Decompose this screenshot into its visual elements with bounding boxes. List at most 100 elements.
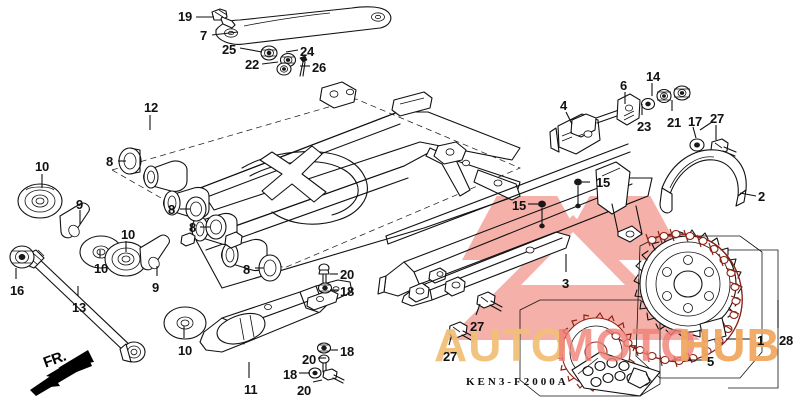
callout-number-17: 17: [688, 114, 703, 129]
callout-number-7: 7: [200, 28, 208, 43]
part-13-bolt-head: [119, 341, 146, 363]
frame-upper-rail: [385, 143, 631, 245]
callout-number-14: 14: [646, 69, 661, 84]
callout-number-20: 20: [302, 352, 317, 367]
swingarm-axle-slots: [425, 147, 521, 201]
callout-number-18: 18: [340, 344, 355, 359]
part-5-master-link-kit: [571, 351, 661, 397]
leader-line-27: [448, 333, 453, 346]
part-19-flange-bolt: [211, 8, 236, 29]
callout-number-15: 15: [512, 198, 527, 213]
part-20-bolt: [318, 263, 330, 285]
watermark-text-hub: HUB: [678, 319, 781, 371]
part-6-adjuster-plate: [616, 93, 641, 126]
callout-number-19: 19: [178, 9, 193, 24]
part-1-drive-chain: [605, 228, 743, 368]
part-18-collar: [317, 282, 333, 294]
frame-lower-rail: [377, 177, 653, 303]
callout-number-26: 26: [312, 60, 327, 75]
part-7-torque-rod: [215, 6, 392, 45]
callout-number-23: 23: [637, 119, 652, 134]
leader-line-4: [565, 111, 573, 125]
callout-number-16: 16: [10, 283, 25, 298]
callout-number-10: 10: [35, 159, 50, 174]
callout-number-9: 9: [152, 280, 160, 295]
callout-number-20: 20: [297, 383, 312, 398]
part-27-flange-bolt: [448, 321, 475, 342]
callout-number-18: 18: [283, 367, 298, 382]
watermark-text-auto: AUTO: [434, 319, 568, 371]
leader-line-27: [475, 303, 481, 316]
callout-number-3: 3: [562, 276, 570, 291]
callout-number-8: 8: [168, 202, 176, 217]
part-20-bolt: [318, 354, 330, 373]
callout-number-27: 27: [443, 349, 458, 364]
part-11-chain-slider: [199, 279, 353, 353]
callout-number-4: 4: [560, 98, 568, 113]
callout-number-5: 5: [707, 354, 715, 369]
part-4-chain-adjuster: [549, 103, 638, 155]
callout-number-8: 8: [106, 154, 114, 169]
part-21-nut: [673, 85, 691, 101]
diagram-code: KEN3-F2000A: [466, 376, 569, 388]
part-15-rivet: [538, 200, 546, 229]
swingarm-pivot-barrels: [143, 160, 268, 272]
callout-number-10: 10: [178, 343, 193, 358]
callout-number-11: 11: [244, 382, 258, 397]
part-8-pivot-bushing: [258, 254, 282, 282]
part-22-nut: [276, 62, 292, 76]
callout-number-25: 25: [222, 42, 237, 57]
part-25-bushing: [260, 45, 278, 61]
leader-line-2: [739, 192, 757, 197]
watermark-text-moto: MOTO: [556, 319, 698, 371]
part-2-chain-guard: [659, 149, 747, 214]
part-3-chain-guide: [401, 231, 571, 307]
part-14-lock-nut: [656, 88, 672, 104]
part-9-distance-collar: [139, 234, 170, 271]
leader-line-24: [285, 49, 299, 53]
callout-number-20: 20: [340, 267, 355, 282]
callout-number-28: 28: [779, 333, 794, 348]
callout-number-27: 27: [710, 111, 725, 126]
part-10-bearing-seal: [17, 183, 63, 219]
callout-number-12: 12: [144, 100, 159, 115]
frame-pivot-lug: [595, 161, 643, 243]
part-27-flange-bolt: [476, 291, 503, 312]
callout-number-27: 27: [470, 319, 485, 334]
callout-number-13: 13: [72, 300, 87, 315]
part-10-dust-seal: [163, 306, 207, 340]
callout-number-18: 18: [340, 284, 355, 299]
part-9-distance-collar: [59, 202, 90, 239]
callout-number-15: 15: [596, 175, 611, 190]
part-8-pivot-bushing: [118, 147, 142, 175]
callout-number-6: 6: [620, 78, 628, 93]
leader-line-20: [312, 379, 323, 383]
callout-number-10: 10: [121, 227, 136, 242]
callout-number-8: 8: [189, 220, 197, 235]
leader-line-17: [692, 126, 697, 139]
part-18-collar: [308, 367, 322, 379]
swingarm-brackets: [319, 81, 467, 165]
callout-number-22: 22: [245, 57, 260, 72]
leader-line-25: [239, 47, 263, 53]
callout-number-21: 21: [667, 115, 682, 130]
callout-number-1: 1: [757, 333, 765, 348]
callout-leader-lines: [15, 16, 779, 383]
callout-number-10: 10: [94, 261, 109, 276]
callout-number-8: 8: [243, 262, 251, 277]
part-10-bearing: [104, 241, 148, 277]
part-26-cotter-pin: [299, 55, 308, 77]
callout-number-24: 24: [300, 44, 315, 59]
part-8-pivot-bushing: [205, 214, 227, 240]
part-20-bolt: [322, 368, 345, 384]
part-16-nut: [9, 245, 35, 269]
callout-number-9: 9: [76, 197, 84, 212]
callout-number-2: 2: [758, 189, 766, 204]
part-15-rivet: [574, 178, 582, 209]
part-18-collar: [316, 342, 332, 354]
front-direction-arrow: [30, 350, 94, 396]
leader-line-22: [261, 61, 279, 65]
part-8-pivot-bushing: [185, 196, 207, 222]
